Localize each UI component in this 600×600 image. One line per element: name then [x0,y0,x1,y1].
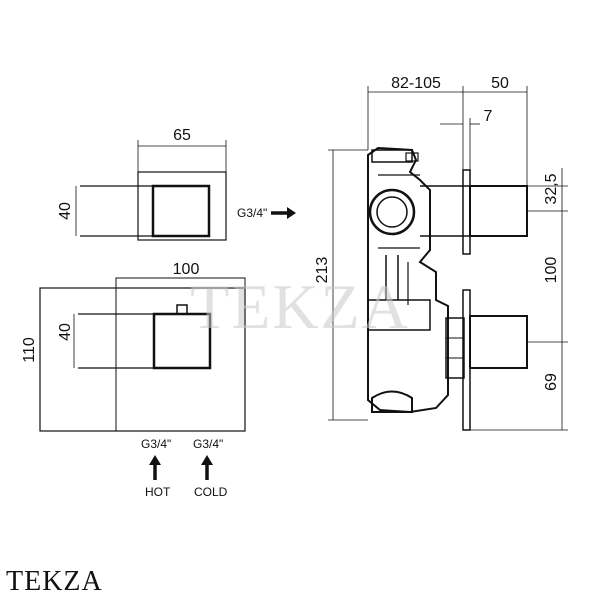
side-section-view [328,86,568,431]
label-cold: COLD [194,485,228,499]
dim-plate-height: 110 [21,337,38,363]
dim-top-height: 40 [57,202,74,220]
cover-plate-front-view [39,277,246,432]
arrow-right-icon [271,207,296,219]
dim-plate-width: 100 [173,261,200,278]
handle-front-view [75,140,227,241]
arrow-up-icon-hot [149,455,161,480]
brand-logo-text: TEKZA [6,566,103,597]
label-hot: HOT [145,485,171,499]
dim-lower-offset: 69 [543,373,560,391]
dim-upper-offset: 32,5 [543,173,560,204]
arrow-up-icon-cold [201,455,213,480]
label-inlet-hot: G3/4" [141,437,171,451]
dim-handle-height: 40 [57,323,74,341]
watermark: TEKZA [190,271,410,342]
dim-center-spacing: 100 [543,257,560,284]
dim-total-height: 213 [314,257,331,284]
dim-plate-thickness: 7 [484,108,493,125]
label-inlet-cold: G3/4" [193,437,223,451]
label-inlet-side: G3/4" [237,206,267,220]
dim-top-width: 65 [173,127,191,144]
dim-depth-range: 82-105 [391,75,441,92]
dim-front-depth: 50 [491,75,509,92]
